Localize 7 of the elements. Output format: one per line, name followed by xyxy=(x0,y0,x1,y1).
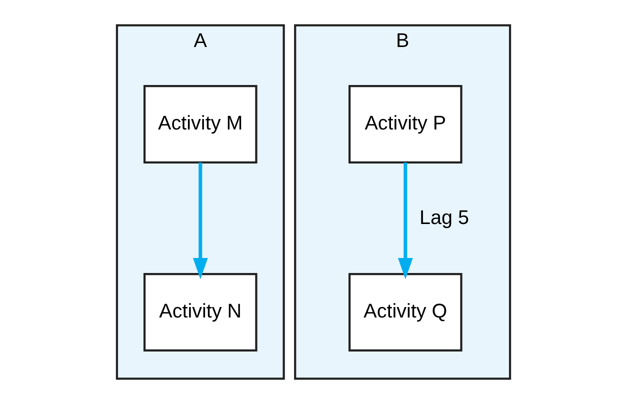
arrow xyxy=(397,162,412,280)
node-box: Activity Q xyxy=(348,273,462,352)
node-box: Activity M xyxy=(142,85,257,164)
edge-label: Lag 5 xyxy=(419,207,469,230)
node-box: Activity N xyxy=(142,273,257,352)
node-box: Activity P xyxy=(348,85,462,164)
arrow xyxy=(192,162,208,280)
